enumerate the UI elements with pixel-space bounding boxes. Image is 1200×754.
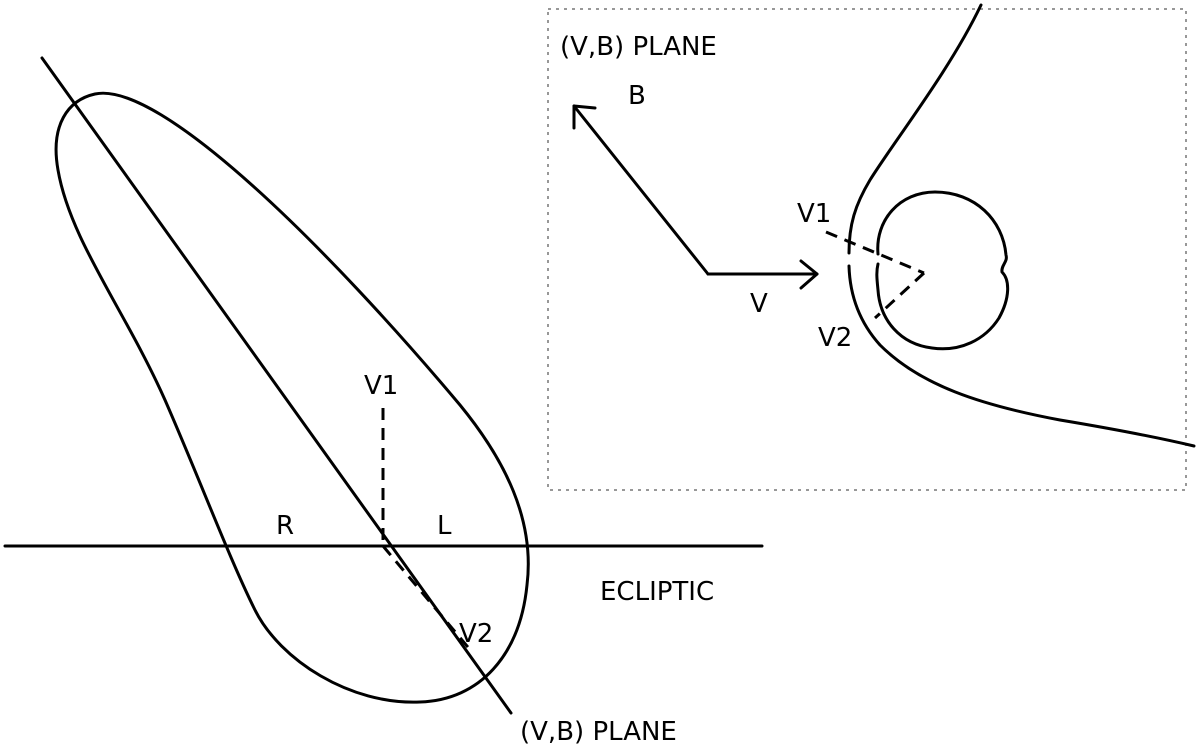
v2-inset-dashed-line <box>873 271 926 320</box>
ecliptic-label: ECLIPTIC <box>600 577 714 607</box>
main-figure: V1 R L ECLIPTIC V2 (V,B) PLANE <box>3 56 764 747</box>
inset-figure: (V,B) PLANE B V V1 V2 <box>547 3 1196 491</box>
v-vector-label: V <box>750 289 768 319</box>
vb-plane-bottom-label: (V,B) PLANE <box>520 717 677 747</box>
v-vector-arrow <box>706 259 819 290</box>
inner-closed-loop <box>875 190 1010 351</box>
vb-plane-line <box>40 56 513 715</box>
vb-plane-inset-label: (V,B) PLANE <box>560 32 717 62</box>
r-label: R <box>276 511 294 541</box>
teardrop-boundary <box>54 91 530 704</box>
v2-dashed-line <box>381 545 474 653</box>
outer-boundary-curve-lower <box>847 264 1196 448</box>
l-label: L <box>437 511 452 541</box>
v1-label: V1 <box>364 371 398 401</box>
v1-inset-dashed-line <box>825 230 925 275</box>
b-vector-label: B <box>628 81 646 111</box>
v2-label: V2 <box>459 619 493 649</box>
outer-boundary-curve <box>847 3 983 255</box>
b-vector-arrow <box>572 104 710 276</box>
v2-inset-label: V2 <box>818 323 852 353</box>
v1-inset-label: V1 <box>797 199 831 229</box>
